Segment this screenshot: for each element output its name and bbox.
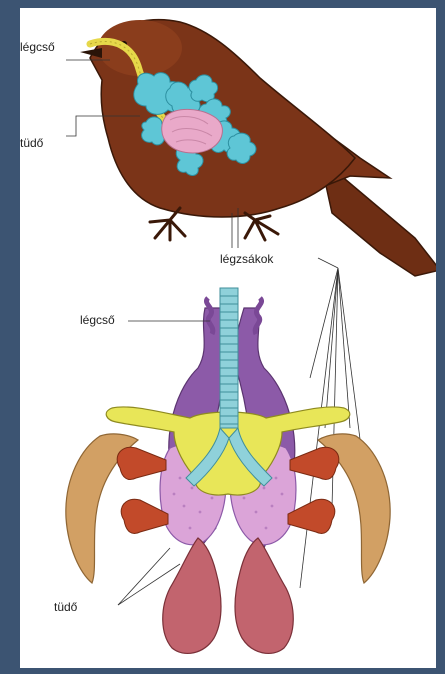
bird-illustration — [80, 20, 436, 276]
bird-lung — [162, 109, 223, 153]
bird-respiratory-diagram — [20, 8, 436, 668]
diagram-panel: légcső tüdő légzsákok légcső tüdő — [20, 8, 436, 668]
label-lung-bottom: tüdő — [54, 600, 77, 614]
label-trachea-bottom: légcső — [80, 313, 115, 327]
respiratory-system-illustration — [66, 288, 390, 653]
label-lung-top: tüdő — [20, 136, 43, 150]
pink-air-sac-left — [163, 538, 221, 653]
pink-air-sac-right — [235, 538, 293, 653]
label-trachea-top: légcső — [20, 40, 55, 54]
label-air-sacs: légzsákok — [220, 252, 273, 266]
